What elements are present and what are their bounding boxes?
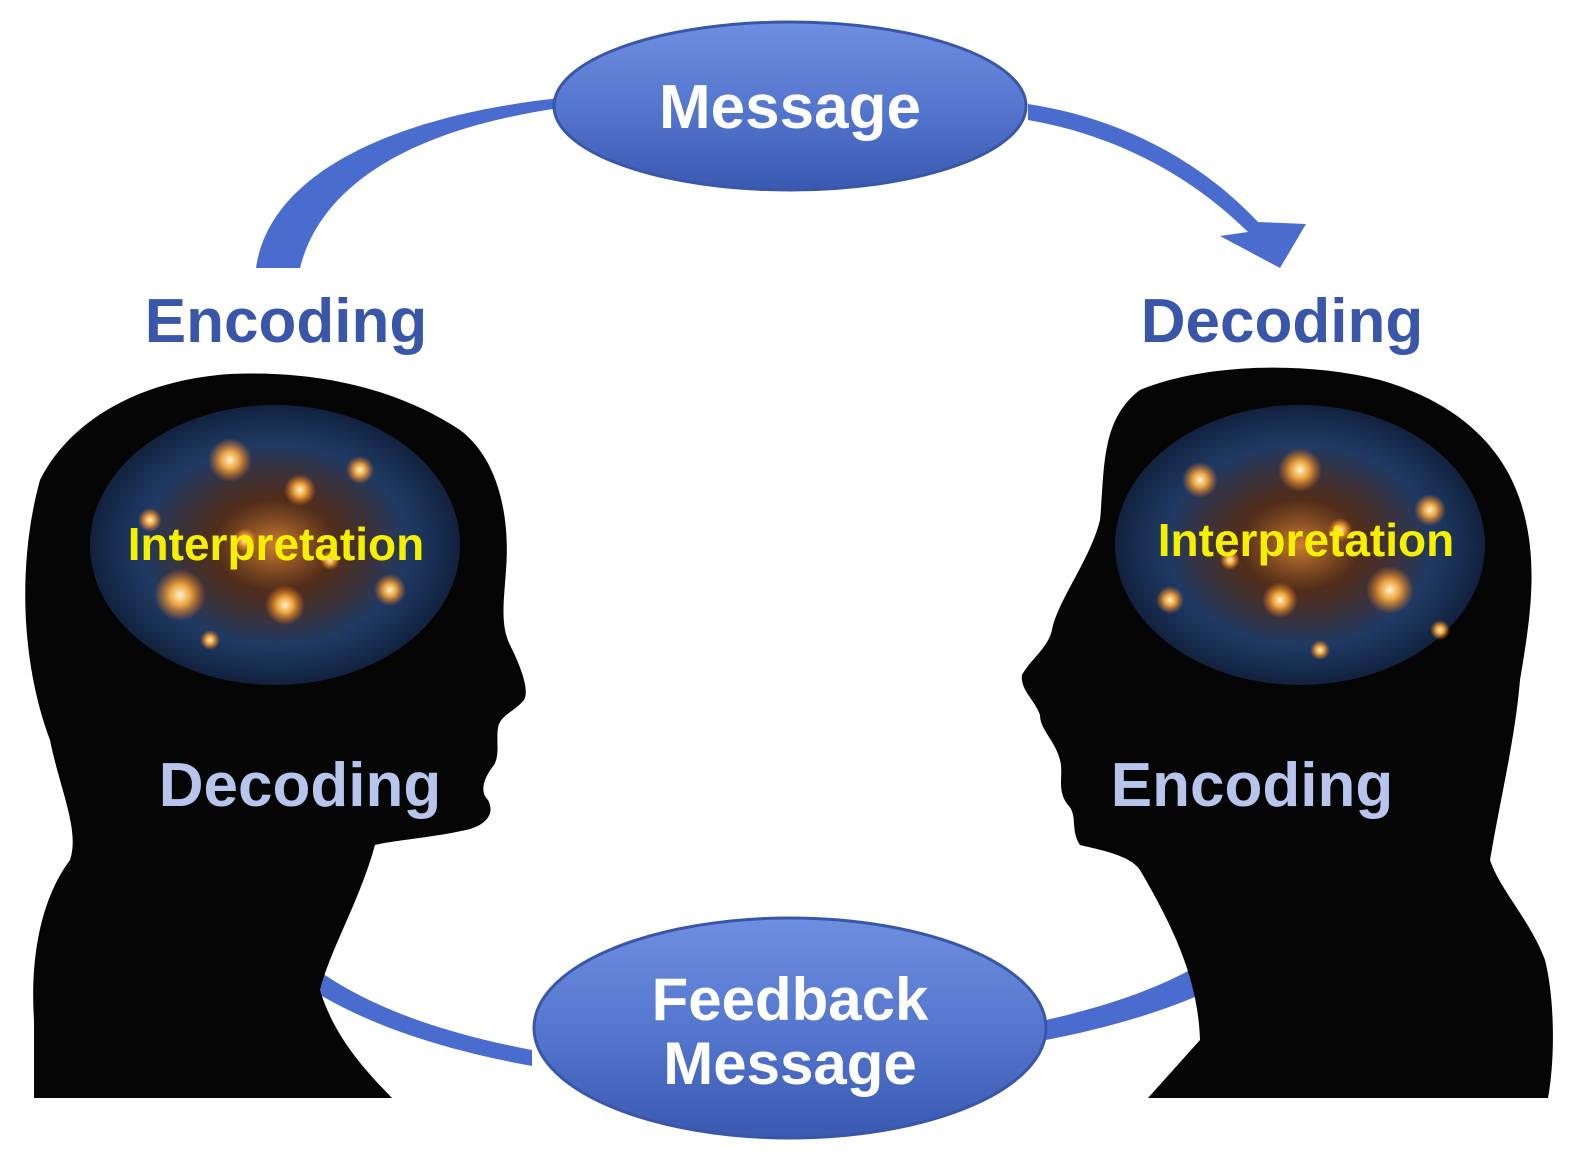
message-node: Message (552, 20, 1028, 192)
feedback-node: Feedback Message (532, 916, 1048, 1140)
left-person (25, 373, 526, 1098)
right-brain-sparks (1156, 448, 1450, 660)
message-ellipse (552, 20, 1028, 192)
left-top-encoding-label: Encoding (145, 287, 427, 356)
feedback-label-line1: Feedback (652, 966, 929, 1033)
arrow-message-to-decoding (1028, 104, 1306, 268)
message-label: Message (659, 73, 921, 142)
right-top-decoding-label: Decoding (1141, 287, 1423, 356)
left-bottom-decoding-label: Decoding (159, 751, 441, 820)
right-interpretation-label: Interpretation (1158, 514, 1454, 566)
feedback-label-line2: Message (663, 1030, 916, 1097)
feedback-ellipse (532, 916, 1048, 1140)
arrow-encoding-to-message (256, 98, 560, 268)
left-interpretation-label: Interpretation (128, 518, 424, 570)
right-bottom-encoding-label: Encoding (1111, 751, 1393, 820)
right-person (1021, 367, 1553, 1098)
left-brain-sparks (138, 438, 406, 650)
